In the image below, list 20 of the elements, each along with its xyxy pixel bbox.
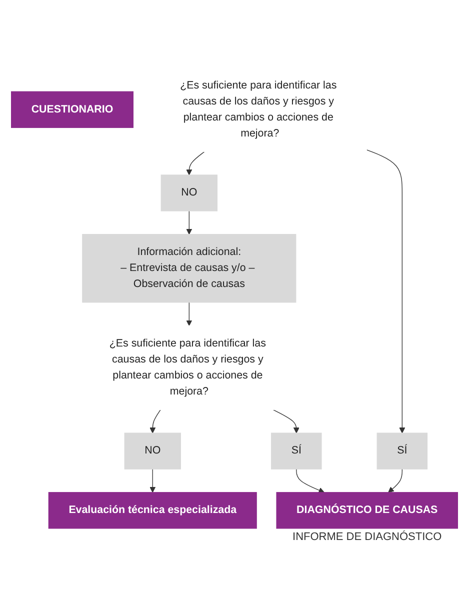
arrow (366, 150, 406, 434)
node-box: SÍ (271, 432, 322, 470)
arrow (186, 151, 205, 176)
node-box: NO (160, 174, 218, 212)
arrow (150, 409, 161, 434)
node-box: SÍ (376, 432, 428, 470)
arrow (150, 468, 156, 493)
side-note: INFORME DE DIAGNÓSTICO (292, 531, 442, 544)
node-text: ¿Es suficiente para identificar las causas de los daños y riesgos y plantear cambios o acciones de mejora? (180, 80, 337, 139)
node-box: NO (124, 432, 181, 470)
arrow (186, 210, 192, 235)
arrow (296, 468, 324, 494)
node-box: Evaluación técnica especializada (48, 492, 257, 529)
node-text: ¿Es suficiente para identificar las causas de los daños y riesgos y plantear cambios o acciones de mejora? (109, 338, 266, 398)
arrow (388, 468, 402, 493)
arrow (272, 409, 300, 434)
node-box: CUESTIONARIO (11, 91, 134, 128)
node-box: Información adicional: – Entrevista de causas y/o – Observación de causas (82, 234, 296, 303)
arrow (186, 302, 192, 326)
node-box: DIAGNÓSTICO DE CAUSAS (276, 492, 458, 529)
